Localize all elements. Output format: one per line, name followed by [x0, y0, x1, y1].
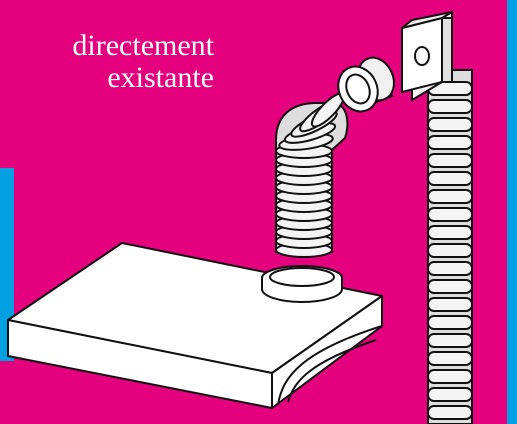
wall-duct — [402, 12, 472, 424]
range-hood — [8, 243, 382, 408]
right-blue-bar — [507, 0, 517, 424]
flexible-duct — [276, 89, 348, 257]
